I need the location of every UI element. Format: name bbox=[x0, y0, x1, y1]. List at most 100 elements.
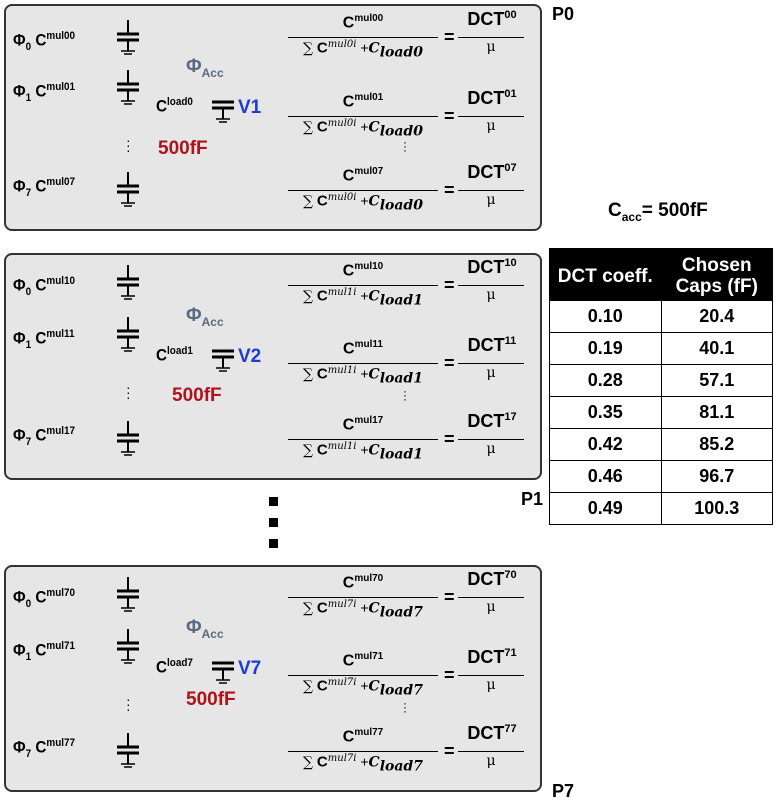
equation: Cmul77 ∑ Cmul7i +Cload7 = DCT77 μ bbox=[288, 723, 524, 777]
dct-term: DCT07 bbox=[467, 162, 517, 182]
equation-denominator: ∑ Cmul0i +Cload0 bbox=[303, 39, 423, 61]
equation: Cmul00 ∑ Cmul0i +Cload0 = DCT00 μ bbox=[288, 9, 524, 63]
load-cap-value: 500fF bbox=[158, 138, 208, 159]
dct-term: DCT17 bbox=[467, 411, 517, 431]
equals-sign: = bbox=[444, 106, 455, 126]
phi-acc-label: ΦAcc bbox=[186, 56, 224, 80]
equation: Cmul10 ∑ Cmul1i +Cload1 = DCT10 μ bbox=[288, 257, 524, 311]
table-cell: 0.42 bbox=[549, 428, 662, 461]
capacitor-icon bbox=[117, 629, 139, 664]
equals-sign: = bbox=[444, 429, 455, 449]
row-label-phi0: Φ0 Cmul00 bbox=[13, 30, 76, 54]
equation-numerator: Cmul70 bbox=[342, 573, 384, 592]
vertical-ellipsis: ··· bbox=[126, 132, 131, 158]
equation-denominator: ∑ Cmul7i +Cload7 bbox=[303, 599, 423, 621]
panel-p0: Φ0 Cmul00 Φ1 Cmul01 ··· Φ7 Cmul07 ΦAcc bbox=[4, 4, 542, 231]
equation-denominator: ∑ Cmul1i +Cload1 bbox=[303, 287, 423, 309]
table-cell: 20.4 bbox=[660, 300, 773, 333]
ellipsis-dot bbox=[269, 497, 278, 506]
load-cap-value: 500fF bbox=[172, 385, 222, 406]
table-cell: 100.3 bbox=[660, 492, 773, 525]
load-capacitor-icon bbox=[212, 349, 234, 372]
table-cell: 0.19 bbox=[549, 332, 662, 365]
dct-term: DCT00 bbox=[467, 9, 517, 29]
table-cell: 40.1 bbox=[660, 332, 773, 365]
load-cap-label: Cload7 bbox=[156, 657, 193, 677]
mu-term: μ bbox=[486, 441, 496, 457]
row-label-phi7: Φ7 Cmul17 bbox=[13, 425, 76, 449]
equation-numerator: Cmul00 bbox=[342, 13, 384, 32]
equals-sign: = bbox=[444, 353, 455, 373]
mu-term: μ bbox=[486, 677, 496, 693]
mu-term: μ bbox=[486, 118, 496, 134]
fraction-bar bbox=[458, 597, 524, 598]
equation-denominator: ∑ Cmul1i +Cload1 bbox=[303, 441, 423, 463]
row-label-phi1: Φ1 Cmul01 bbox=[13, 81, 76, 105]
table-cell: 0.28 bbox=[549, 364, 662, 397]
fraction-bar bbox=[458, 363, 524, 364]
table-cell: 0.10 bbox=[549, 300, 662, 333]
fraction-bar bbox=[288, 116, 438, 117]
equation-denominator: ∑ Cmul7i +Cload7 bbox=[303, 753, 423, 775]
fraction-bar bbox=[458, 285, 524, 286]
equation: Cmul71 ∑ Cmul7i +Cload7 = DCT71 μ bbox=[288, 647, 524, 701]
equation-denominator: ∑ Cmul0i +Cload0 bbox=[303, 118, 423, 140]
fraction-bar bbox=[458, 439, 524, 440]
equals-sign: = bbox=[444, 180, 455, 200]
load-capacitor-icon bbox=[212, 100, 234, 123]
fraction-bar bbox=[288, 285, 438, 286]
row-label-phi7: Φ7 Cmul07 bbox=[13, 176, 76, 200]
equation-numerator: Cmul77 bbox=[342, 727, 384, 746]
fraction-bar bbox=[288, 363, 438, 364]
table-header-row: DCT coeff. Chosen Caps (fF) bbox=[549, 248, 773, 301]
fraction-bar bbox=[458, 116, 524, 117]
dct-term: DCT10 bbox=[467, 257, 517, 277]
equals-sign: = bbox=[444, 275, 455, 295]
vertical-ellipsis: ··· bbox=[403, 384, 407, 406]
equation-numerator: Cmul71 bbox=[342, 651, 384, 670]
vertical-ellipsis: ··· bbox=[126, 691, 131, 717]
table-cell: 0.46 bbox=[549, 460, 662, 493]
capacitor-icon bbox=[117, 577, 139, 612]
dct-term: DCT71 bbox=[467, 647, 517, 667]
panel-p1: Φ0 Cmul10 Φ1 Cmul11 ··· Φ7 Cmul17 ΦAcc bbox=[4, 253, 542, 480]
equation: Cmul11 ∑ Cmul1i +Cload1 = DCT11 μ bbox=[288, 335, 524, 389]
dct-term: DCT70 bbox=[467, 569, 517, 589]
panel-label-p1: P1 bbox=[521, 489, 544, 509]
equals-sign: = bbox=[444, 665, 455, 685]
header-dct-coeff: DCT coeff. bbox=[549, 248, 662, 301]
fraction-bar bbox=[288, 439, 438, 440]
mu-term: μ bbox=[486, 599, 496, 615]
panel-p7: Φ0 Cmul70 Φ1 Cmul71 ··· Φ7 Cmul77 ΦAcc bbox=[4, 565, 542, 792]
panel-label-p7: P7 bbox=[552, 781, 575, 801]
capacitor-icon bbox=[117, 317, 139, 352]
dct-term: DCT11 bbox=[467, 335, 517, 355]
row-label-phi7: Φ7 Cmul77 bbox=[13, 737, 76, 761]
fraction-bar bbox=[288, 597, 438, 598]
equation: Cmul07 ∑ Cmul0i +Cload0 = DCT07 μ bbox=[288, 162, 524, 216]
equation-denominator: ∑ Cmul1i +Cload1 bbox=[303, 365, 423, 387]
table-cell: 85.2 bbox=[660, 428, 773, 461]
equals-sign: = bbox=[444, 587, 455, 607]
equals-sign: = bbox=[444, 27, 455, 47]
ellipsis-dot bbox=[269, 539, 278, 548]
node-label: V1 bbox=[238, 97, 262, 118]
panel-label-p0: P0 bbox=[552, 4, 575, 24]
row-label-phi1: Φ1 Cmul71 bbox=[13, 640, 76, 664]
fraction-bar bbox=[288, 37, 438, 38]
mu-term: μ bbox=[486, 287, 496, 303]
equals-sign: = bbox=[444, 741, 455, 761]
equation-numerator: Cmul10 bbox=[342, 261, 384, 280]
equation-numerator: Cmul07 bbox=[342, 166, 384, 185]
dct-term: DCT77 bbox=[467, 723, 517, 743]
table-cell: 96.7 bbox=[660, 460, 773, 493]
vertical-ellipsis: ··· bbox=[126, 379, 131, 405]
table-cell: 57.1 bbox=[660, 364, 773, 397]
